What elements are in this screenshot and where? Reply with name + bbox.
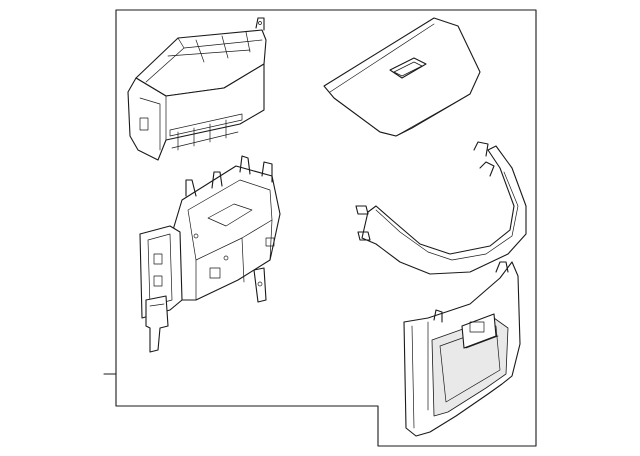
rear-trim-panel-icon [403,261,521,437]
diagram-border [115,9,537,447]
trim-strip-icon [355,141,527,275]
console-module-icon [127,17,267,161]
lid-panel-icon [323,17,481,137]
bracket-frame-icon [139,155,281,353]
